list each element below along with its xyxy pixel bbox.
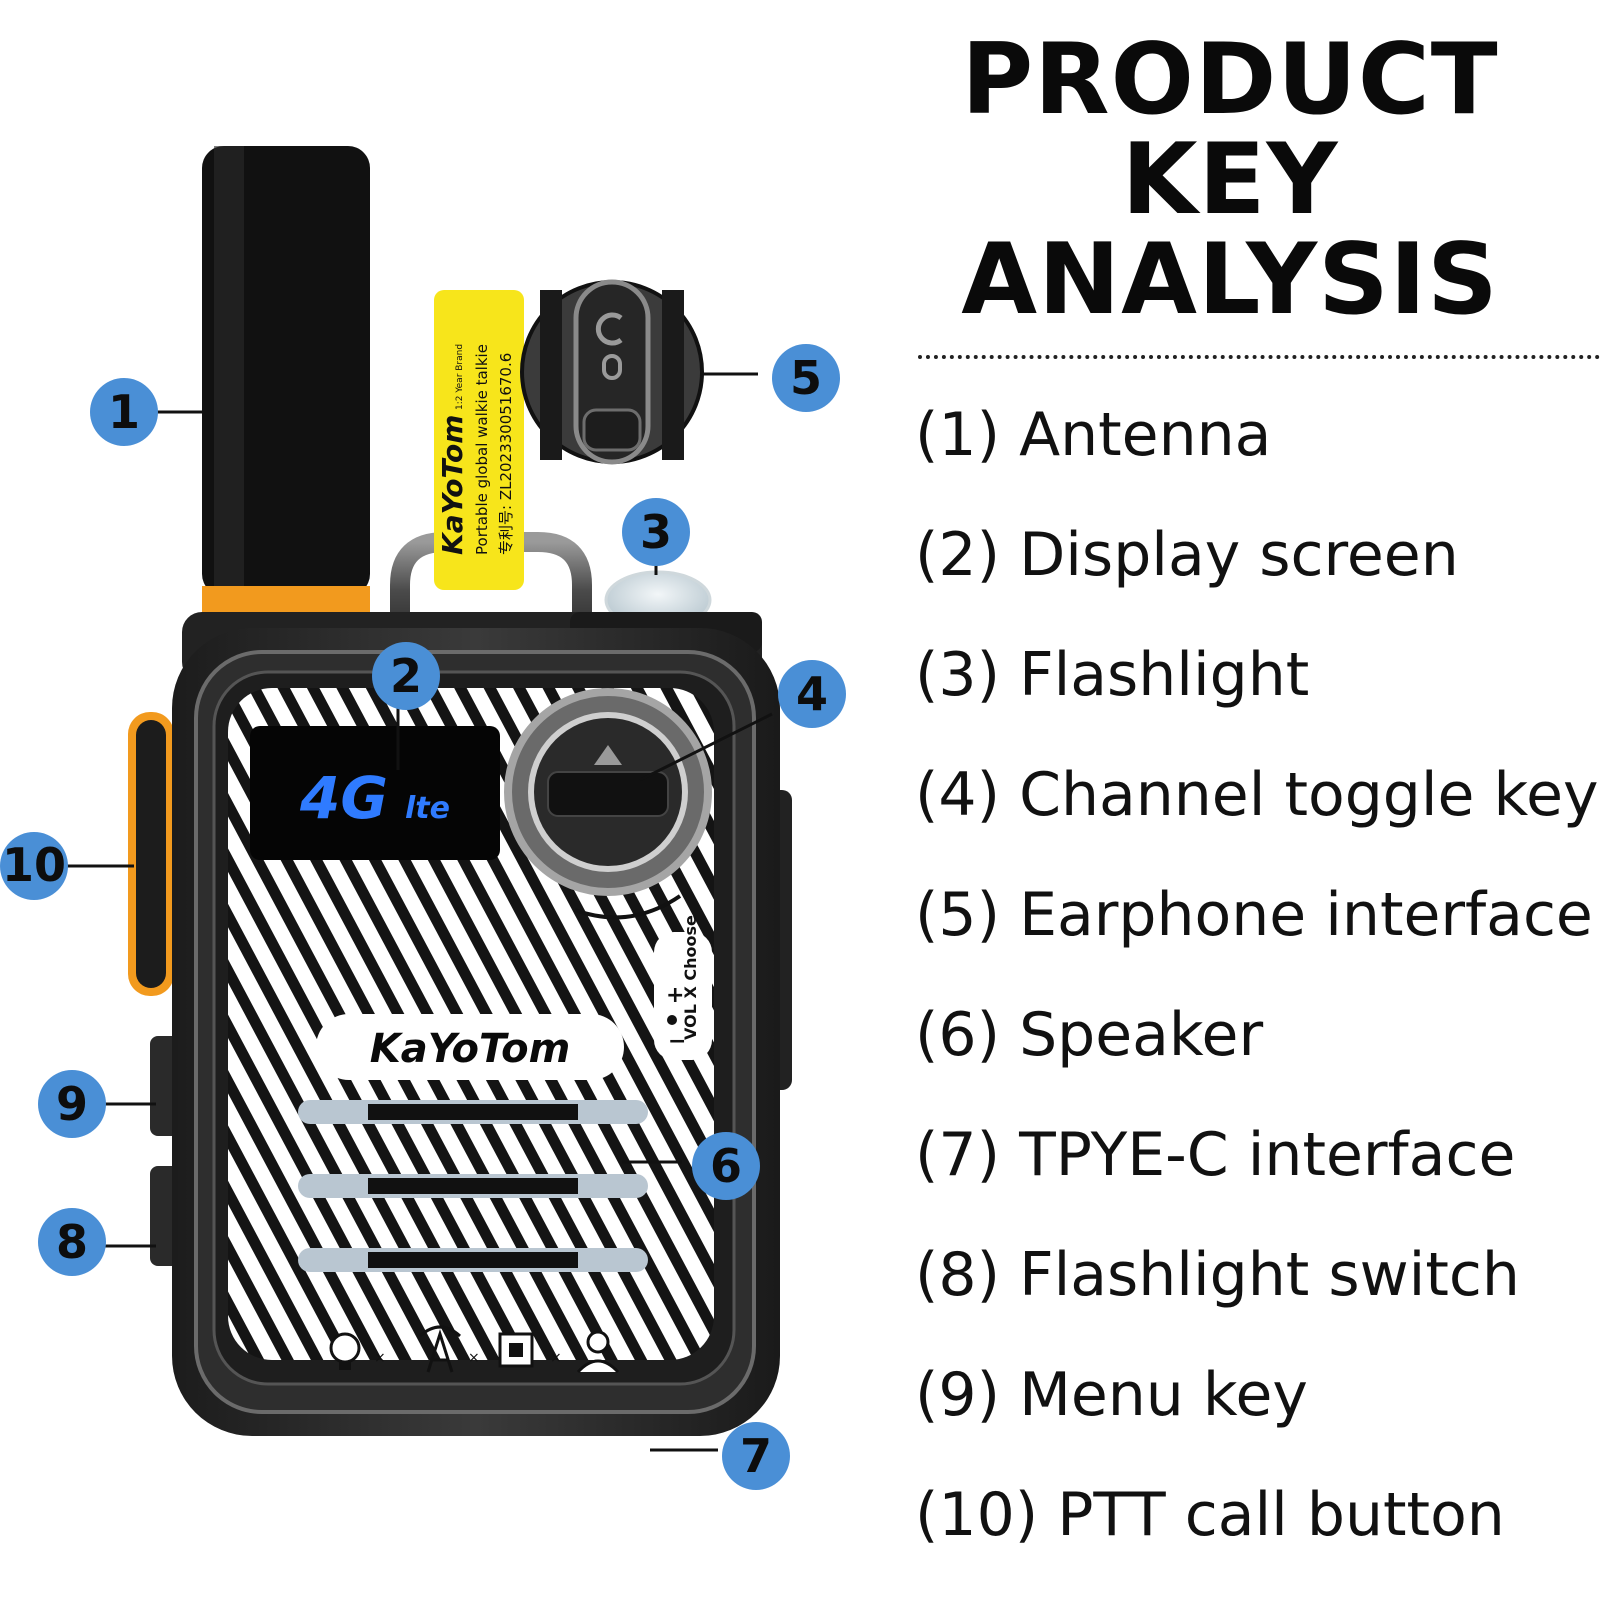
headphone-icon [595, 312, 623, 346]
antenna [202, 146, 370, 616]
bulb-icon [329, 1332, 361, 1370]
svg-text:4: 4 [796, 667, 828, 721]
tag-line3: 专利号: ZL202330051670.6 [497, 353, 515, 555]
screen-text-sub: lte [405, 791, 450, 826]
svg-text:×: × [550, 1350, 562, 1366]
channel-toggle-knob[interactable] [504, 688, 712, 920]
key-item-earphone: (5) Earphone interface [915, 880, 1593, 950]
key-item-flashlight-switch: (8) Flashlight switch [915, 1240, 1520, 1310]
volume-label-panel: VOL X Choose + − [654, 915, 712, 1060]
page-title: PRODUCT KEY ANALYSIS [905, 30, 1555, 330]
key-item-menu-key: (9) Menu key [915, 1360, 1308, 1430]
chip-icon [498, 1332, 534, 1368]
tag-small: 1:2 Year Brand [455, 344, 465, 410]
key-item-speaker: (6) Speaker [915, 1000, 1264, 1070]
callout-2: 2 [372, 642, 440, 710]
svg-text:×: × [468, 1350, 480, 1366]
dotted-divider [918, 355, 1600, 359]
svg-text:3: 3 [640, 505, 672, 559]
title-line-1: PRODUCT [961, 23, 1499, 137]
key-item-type-c: (7) TPYE-C interface [915, 1120, 1516, 1190]
ptt-button[interactable] [128, 712, 174, 996]
key-item-antenna: (1) Antenna [915, 400, 1272, 470]
screen-text-main: 4G [299, 764, 388, 832]
display-screen: 4G lte [250, 726, 500, 860]
key-item-ptt: (10) PTT call button [915, 1480, 1505, 1550]
key-item-flashlight: (3) Flashlight [915, 640, 1310, 710]
users-icon [576, 1330, 620, 1374]
svg-text:+: + [666, 983, 684, 1008]
walkie-talkie-illustration: 4G lte VOL X Choose + − KaYoTom [0, 146, 846, 1490]
feature-icons: × × × [329, 1325, 620, 1374]
callout-8: 8 [38, 1208, 106, 1276]
title-line-3: ANALYSIS [961, 223, 1499, 337]
key-item-channel-toggle: (4) Channel toggle key [915, 760, 1599, 830]
callout-5: 5 [772, 344, 840, 412]
callout-4: 4 [778, 660, 846, 728]
leader-lines [64, 372, 773, 1452]
title-line-2: KEY [1121, 123, 1339, 237]
tag-line2: Portable global walkie talkie [473, 344, 491, 555]
svg-text:2: 2 [390, 649, 422, 703]
svg-text:×: × [374, 1350, 386, 1366]
antenna-band [202, 586, 370, 616]
callout-10: 10 [0, 832, 68, 900]
svg-text:−: − [668, 1029, 686, 1054]
callout-1: 1 [90, 378, 158, 446]
callout-3: 3 [622, 498, 690, 566]
microphone-icon [602, 354, 622, 380]
callout-7: 7 [722, 1422, 790, 1490]
svg-text:8: 8 [56, 1215, 88, 1269]
callout-6: 6 [692, 1132, 760, 1200]
key-item-display-screen: (2) Display screen [915, 520, 1459, 590]
product-tag: KaYoTom 1:2 Year Brand Portable global w… [434, 290, 524, 590]
svg-text:10: 10 [2, 838, 66, 892]
earphone-interface-inset [520, 279, 704, 465]
callout-9: 9 [38, 1070, 106, 1138]
brand-plate: KaYoTom [316, 1014, 624, 1080]
speaker-grille [298, 1100, 648, 1272]
volume-label: VOL X Choose [681, 915, 700, 1040]
tag-brand: KaYoTom [436, 415, 469, 555]
svg-text:7: 7 [740, 1429, 772, 1483]
svg-text:6: 6 [710, 1139, 742, 1193]
svg-text:5: 5 [790, 351, 822, 405]
signal-tower-icon [418, 1325, 462, 1373]
arrow-up-icon [594, 745, 622, 765]
brand-logo: KaYoTom [370, 1026, 571, 1072]
svg-text:9: 9 [56, 1077, 88, 1131]
svg-text:1: 1 [108, 385, 140, 439]
